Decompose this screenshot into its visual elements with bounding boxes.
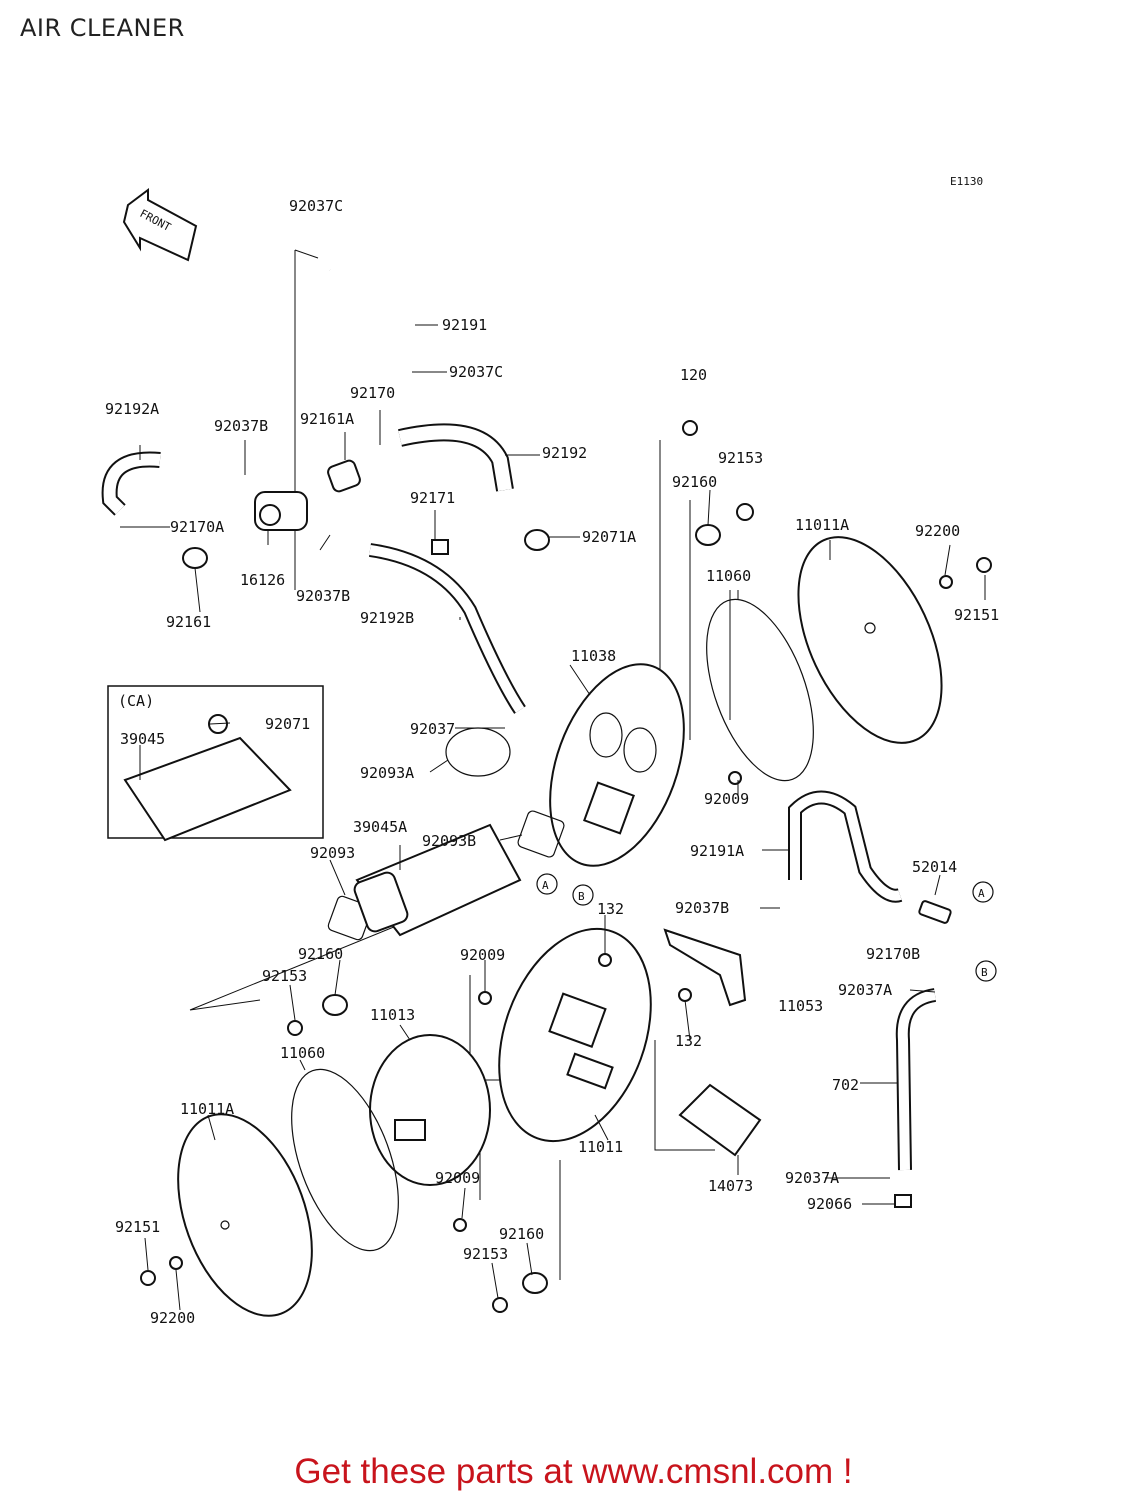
part-label: 11053: [778, 997, 823, 1015]
part-label: 92171: [410, 489, 455, 507]
part-label: 92037B: [296, 587, 350, 605]
part-label: 92170: [350, 384, 395, 402]
part-label: 92037A: [785, 1169, 839, 1187]
part-label: 132: [675, 1032, 702, 1050]
part-label: 92161: [166, 613, 211, 631]
part-label: 92160: [499, 1225, 544, 1243]
connector-a-right: A: [972, 881, 994, 903]
page-title: AIR CLEANER: [20, 14, 185, 42]
part-label: 92153: [463, 1245, 508, 1263]
part-label: 92093B: [422, 832, 476, 850]
ca-box-label: (CA): [118, 692, 154, 710]
part-label: 11011A: [795, 516, 849, 534]
part-label: 92009: [704, 790, 749, 808]
part-label: 92170A: [170, 518, 224, 536]
part-label: 132: [597, 900, 624, 918]
part-label: 702: [832, 1076, 859, 1094]
part-label: 52014: [912, 858, 957, 876]
part-label: 11011A: [180, 1100, 234, 1118]
part-label: 39045: [120, 730, 165, 748]
part-label: 92071A: [582, 528, 636, 546]
part-label: 92093: [310, 844, 355, 862]
svg-text:A: A: [978, 887, 985, 900]
part-label: 92161A: [300, 410, 354, 428]
part-label: 11060: [706, 567, 751, 585]
part-label: 92093A: [360, 764, 414, 782]
part-label: 92191: [442, 316, 487, 334]
part-label: 92160: [298, 945, 343, 963]
svg-text:B: B: [578, 890, 585, 903]
part-label: 92037B: [675, 899, 729, 917]
svg-text:B: B: [981, 966, 988, 979]
part-label: 92037C: [449, 363, 503, 381]
part-label: 92071: [265, 715, 310, 733]
part-label: 92192: [542, 444, 587, 462]
diagram-code: E1130: [950, 175, 983, 188]
part-label: 92037: [410, 720, 455, 738]
part-label: 11038: [571, 647, 616, 665]
connector-b-top: B: [572, 884, 594, 906]
part-label: 92191A: [690, 842, 744, 860]
part-label: 39045A: [353, 818, 407, 836]
front-arrow-icon: FRONT: [122, 188, 198, 262]
part-label: 92160: [672, 473, 717, 491]
part-label: 14073: [708, 1177, 753, 1195]
part-label: 16126: [240, 571, 285, 589]
part-label: 92037B: [214, 417, 268, 435]
part-label: 92170B: [866, 945, 920, 963]
ca-detail-box: [107, 685, 324, 839]
svg-text:A: A: [542, 879, 549, 892]
part-label: 92192B: [360, 609, 414, 627]
part-label: 11011: [578, 1138, 623, 1156]
part-label: 92066: [807, 1195, 852, 1213]
part-label: 92037A: [838, 981, 892, 999]
part-label: 92200: [915, 522, 960, 540]
part-label: 92192A: [105, 400, 159, 418]
part-label: 92200: [150, 1309, 195, 1327]
part-label: 11013: [370, 1006, 415, 1024]
part-label: 92153: [718, 449, 763, 467]
part-label: 11060: [280, 1044, 325, 1062]
part-label: 92009: [460, 946, 505, 964]
part-label: 92009: [435, 1169, 480, 1187]
connector-b-right: B: [975, 960, 997, 982]
part-label: 92151: [954, 606, 999, 624]
part-label: 92151: [115, 1218, 160, 1236]
part-label: 120: [680, 366, 707, 384]
part-label: 92153: [262, 967, 307, 985]
part-label: 92037C: [289, 197, 343, 215]
connector-a-top: A: [536, 873, 558, 895]
footer-promo-link[interactable]: Get these parts at www.cmsnl.com !: [294, 1452, 853, 1491]
